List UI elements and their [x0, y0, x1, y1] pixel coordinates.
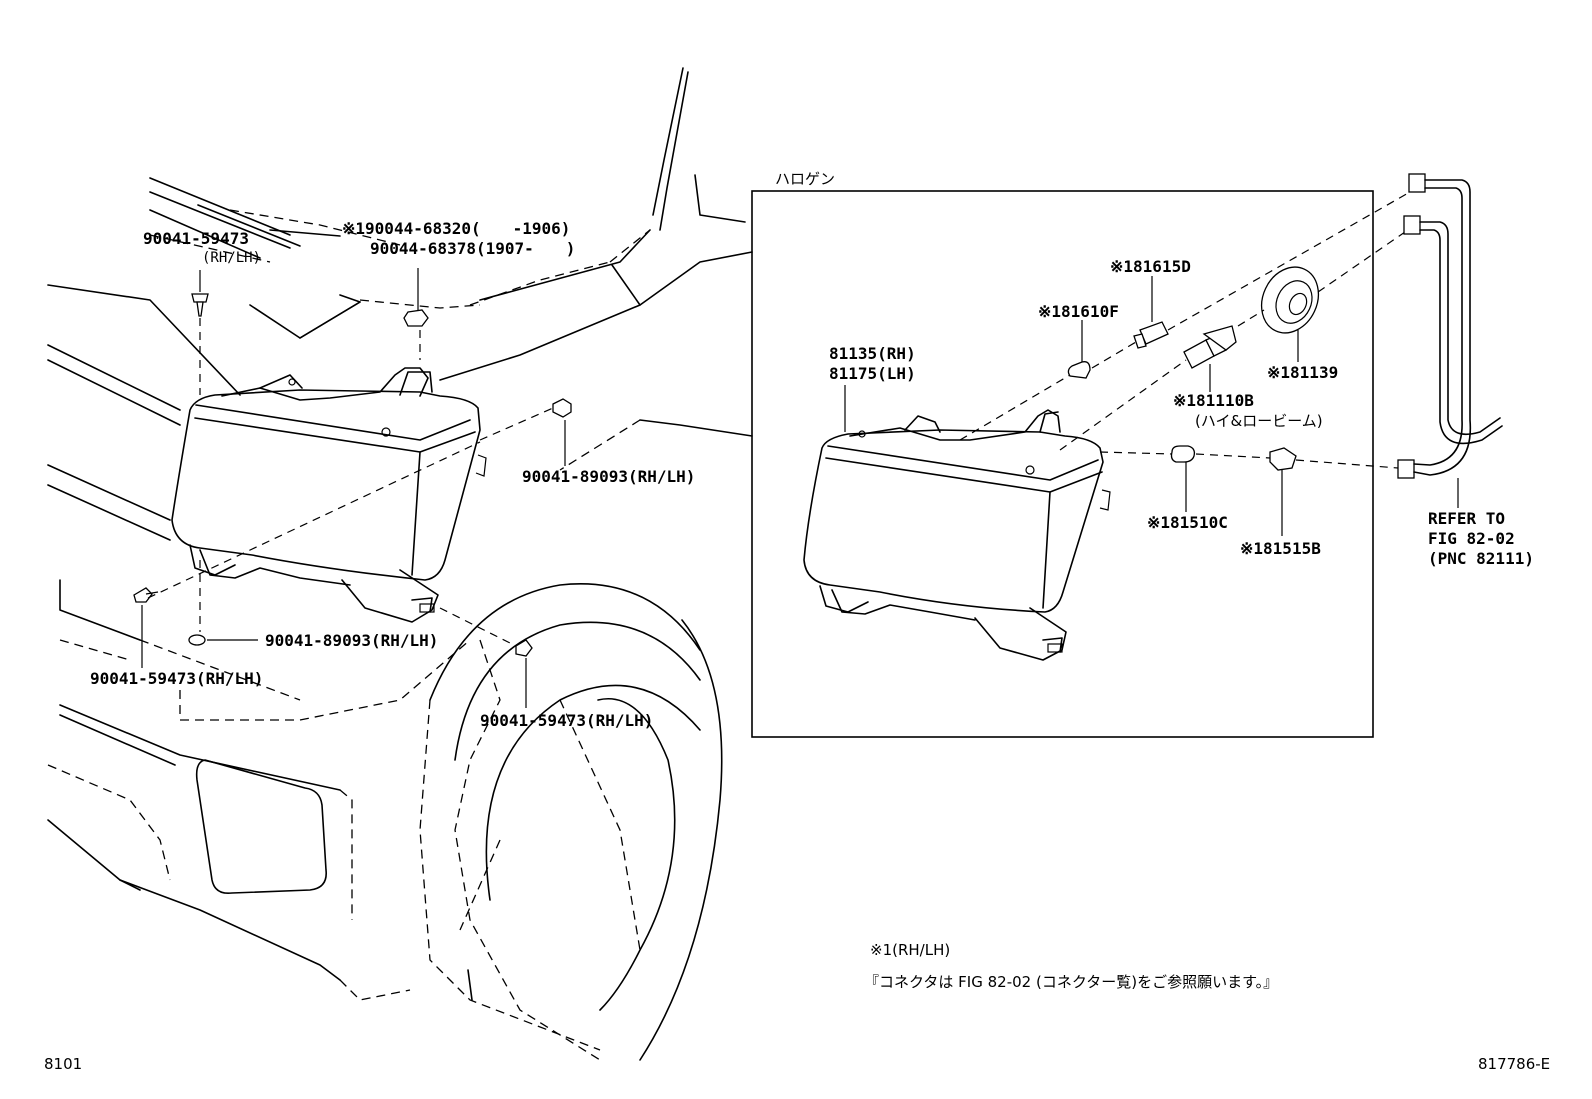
leader-lines-left: [141, 268, 566, 708]
headlamp-left-view: [171, 367, 487, 623]
label-refer-to: REFER TO: [1428, 509, 1506, 528]
footnote-1: ※1(RH/LH): [870, 941, 951, 959]
label-clip-top-number: 90041-59473: [143, 229, 249, 248]
label-bolt-top-b: 90044-68378(1907- ): [370, 239, 576, 258]
label-cover-81139: ※181139: [1267, 363, 1339, 382]
label-clip-bottom: 90041-59473(RH/LH): [480, 711, 654, 730]
label-clip-top-side: (RH/LH): [202, 250, 262, 266]
label-headlamp-lh: 81175(LH): [829, 364, 916, 383]
label-bulb-81610f: ※181610F: [1038, 302, 1119, 321]
figure-id: 817786-E: [1478, 1055, 1551, 1073]
headlamp-right-view: [803, 409, 1111, 661]
page-code: 8101: [44, 1055, 83, 1073]
halogen-box: [751, 190, 1374, 738]
vehicle-body-phantom-lines: [47, 209, 651, 1061]
label-bulb-81510c: ※181510C: [1147, 513, 1228, 532]
label-bulb-81615d: ※181615D: [1110, 257, 1191, 276]
bulb-icons: [1067, 266, 1320, 471]
wire-harness: [1397, 173, 1503, 508]
label-nut-right: 90041-89093(RH/LH): [522, 467, 696, 486]
fastener-icons-left: [133, 293, 572, 657]
footnote-2: 『コネクタは FIG 82-02 (コネクター覧)をご参照願います。』: [864, 973, 1279, 991]
label-headlamp-rh: 81135(RH): [829, 344, 916, 363]
label-nut-bottom: 90041-89093(RH/LH): [265, 631, 439, 650]
vehicle-body-outline: [47, 67, 753, 1061]
label-clip-left: 90041-59473(RH/LH): [90, 669, 264, 688]
label-refer-pnc: (PNC 82111): [1428, 549, 1534, 568]
label-refer-fig: FIG 82-02: [1428, 529, 1515, 548]
leader-lines-right: [844, 191, 1411, 536]
label-bolt-top-a: ※190044-68320( -1906): [342, 219, 571, 238]
label-socket-81515b: ※181515B: [1240, 539, 1321, 558]
label-bulb-81110b: ※181110B: [1173, 391, 1254, 410]
halogen-group-title: ハロゲン: [775, 170, 836, 188]
label-bulb-81110b-note: (ハイ&ロービーム): [1195, 412, 1323, 430]
